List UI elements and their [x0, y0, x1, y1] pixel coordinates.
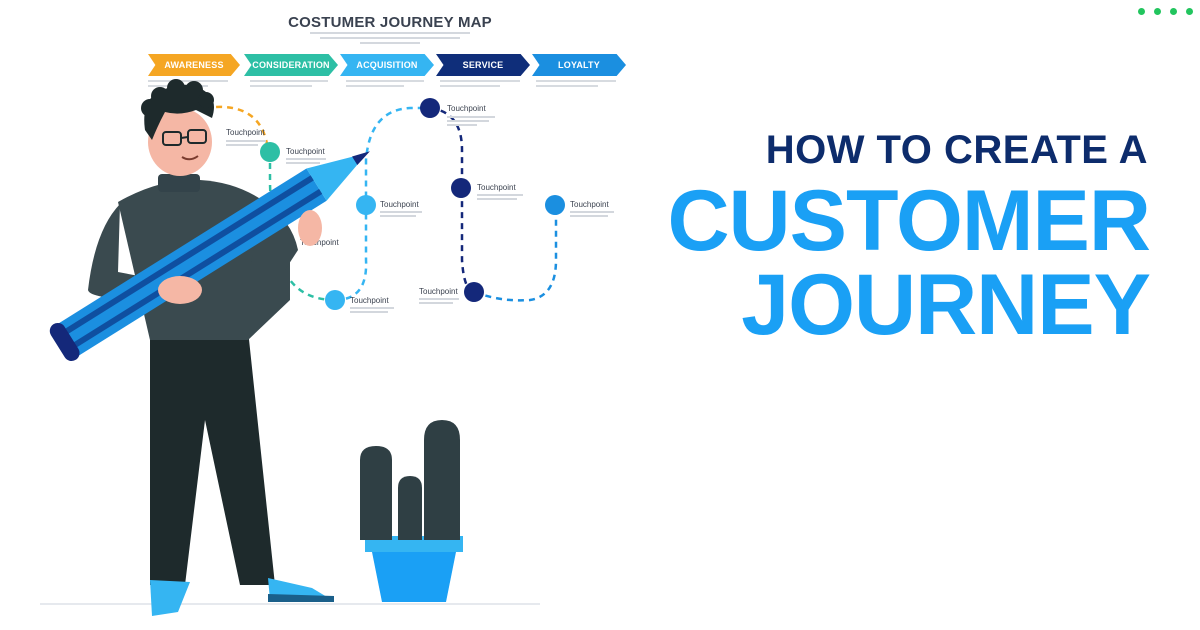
touchpoint-node	[451, 178, 471, 198]
path-service	[429, 106, 476, 294]
touchpoint-text-lines	[570, 211, 614, 219]
shoe-left	[150, 580, 190, 616]
touchpoint-text-lines	[477, 194, 523, 202]
touchpoint-text-lines	[350, 307, 394, 315]
hand-left	[158, 276, 202, 304]
glasses	[162, 131, 182, 146]
stage-awareness: AWARENESS	[148, 54, 240, 76]
stage-description	[440, 80, 520, 94]
smile	[181, 155, 199, 161]
headline-line-2: CUSTOMER	[667, 173, 1151, 269]
person-illustration	[40, 79, 540, 616]
stage-acquisition: ACQUISITION	[340, 54, 434, 76]
touchpoint-label: Touchpoint	[300, 238, 339, 247]
stage-loyalty: LOYALTY	[532, 54, 626, 76]
touchpoint-text-lines	[286, 158, 326, 166]
headline-line-1: HOW TO CREATE A	[765, 128, 1148, 172]
stage-description	[250, 80, 330, 94]
path-awareness	[204, 105, 270, 151]
touchpoint-text-lines	[419, 298, 459, 306]
pencil	[49, 151, 370, 362]
touchpoint-text-lines	[226, 140, 266, 148]
path-loyalty	[474, 205, 558, 302]
touchpoint-text-lines	[447, 116, 495, 128]
touchpoint-node	[464, 282, 484, 302]
indicator-dot	[1170, 8, 1177, 15]
touchpoint-node	[420, 98, 440, 118]
touchpoint-label: Touchpoint	[477, 183, 516, 192]
touchpoint-label: Touchpoint	[286, 147, 325, 156]
journey-map-title: COSTUMER JOURNEY MAP	[288, 14, 492, 31]
hand-right	[298, 210, 322, 246]
indicator-dot	[1138, 8, 1145, 15]
pants	[150, 330, 275, 585]
cactus-plant	[360, 420, 463, 602]
stage-description	[536, 80, 616, 94]
indicator-dot	[1186, 8, 1193, 15]
touchpoint-node	[545, 195, 565, 215]
collar	[158, 174, 200, 192]
indicator-dot	[1154, 8, 1161, 15]
touchpoint-label: Touchpoint	[350, 296, 389, 305]
touchpoint-label: Touchpoint	[226, 128, 265, 137]
stage-service: SERVICE	[436, 54, 530, 76]
stage-consideration: CONSIDERATION	[244, 54, 338, 76]
touchpoint-label: Touchpoint	[570, 200, 609, 209]
touchpoint-node	[260, 142, 280, 162]
shoe-right-sole	[268, 594, 334, 602]
journey-map-subtitle-lines	[310, 32, 470, 44]
stage-description	[346, 80, 426, 94]
touchpoint-label: Touchpoint	[380, 200, 419, 209]
touchpoint-label: Touchpoint	[419, 287, 458, 296]
touchpoint-text-lines	[380, 211, 422, 219]
headline-line-3: JOURNEY	[741, 257, 1151, 353]
touchpoint-node	[356, 195, 376, 215]
touchpoint-node	[325, 290, 345, 310]
sweater-arm-left	[88, 204, 160, 300]
path-acquisition	[334, 106, 430, 302]
touchpoint-label: Touchpoint	[447, 104, 486, 113]
